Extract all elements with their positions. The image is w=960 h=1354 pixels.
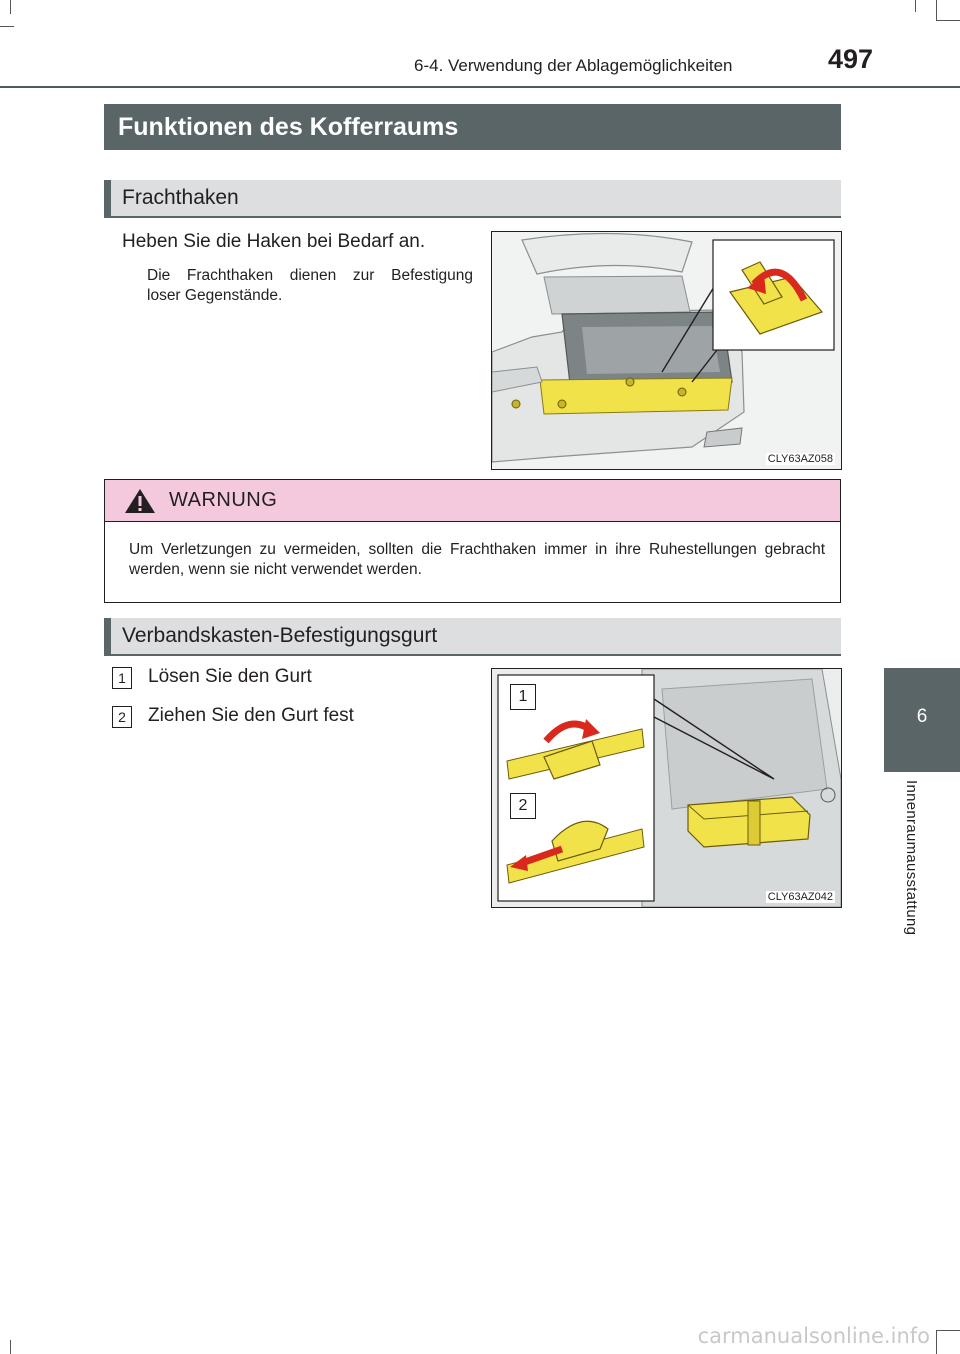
- strap-drawing: [492, 669, 841, 907]
- chapter-number: 6: [916, 706, 928, 727]
- illustration-code: CLY63AZ058: [765, 453, 835, 465]
- main-title: Funktionen des Kofferraums: [104, 104, 841, 150]
- watermark: carmanualsonline.info: [697, 1324, 930, 1348]
- page-number: 497: [828, 44, 874, 74]
- cargo-hooks-illustration: CLY63AZ058: [491, 231, 842, 470]
- first-aid-strap-heading-label: Verbandskasten-Befestigungsgurt: [122, 624, 438, 647]
- callout-2: 2: [510, 793, 536, 819]
- section-title: 6-4. Verwendung der Ablagemöglichkeiten: [414, 56, 733, 75]
- crop-mark: [915, 0, 916, 12]
- chapter-tab: [884, 668, 960, 772]
- warning-text: Um Verletzungen zu vermeiden, sollten di…: [129, 541, 825, 578]
- warning-header: WARNUNG: [105, 480, 840, 522]
- header-rule: [0, 86, 960, 88]
- crop-mark: [10, 1340, 11, 1354]
- cargo-hooks-heading-label: Frachthaken: [122, 186, 239, 209]
- heading-accent: [104, 180, 111, 216]
- illustration-code: CLY63AZ042: [765, 891, 835, 903]
- step-number: 2: [112, 706, 132, 728]
- cargo-hooks-heading: Frachthaken: [104, 180, 841, 218]
- callout-1: 1: [510, 684, 536, 710]
- first-aid-strap-illustration: 1 2 CLY63AZ042: [491, 668, 842, 908]
- step-text: Lösen Sie den Gurt: [148, 666, 312, 687]
- trunk-drawing: [492, 232, 841, 469]
- crop-mark: [10, 0, 11, 14]
- cargo-hooks-description-line1: Die Frachthaken dienen zur Befestigung: [147, 267, 473, 284]
- warning-icon: [125, 489, 155, 513]
- heading-accent: [104, 618, 111, 654]
- step-number: 1: [112, 667, 132, 689]
- crop-mark: [0, 26, 14, 27]
- cargo-hooks-lead: Heben Sie die Haken bei Bedarf an.: [122, 231, 426, 252]
- warning-title: WARNUNG: [169, 489, 278, 511]
- crop-mark: [936, 0, 937, 20]
- cargo-hooks-description-line2: loser Gegenstände.: [147, 287, 283, 304]
- chapter-label: Innenraumausstattung: [903, 780, 920, 936]
- first-aid-strap-heading: Verbandskasten-Befestigungsgurt: [104, 618, 841, 656]
- warning-box: WARNUNG Um Verletzungen zu vermeiden, so…: [104, 479, 841, 603]
- crop-mark: [936, 1330, 960, 1331]
- crop-mark: [936, 1330, 937, 1354]
- crop-mark: [936, 20, 960, 21]
- step-text: Ziehen Sie den Gurt fest: [148, 705, 354, 726]
